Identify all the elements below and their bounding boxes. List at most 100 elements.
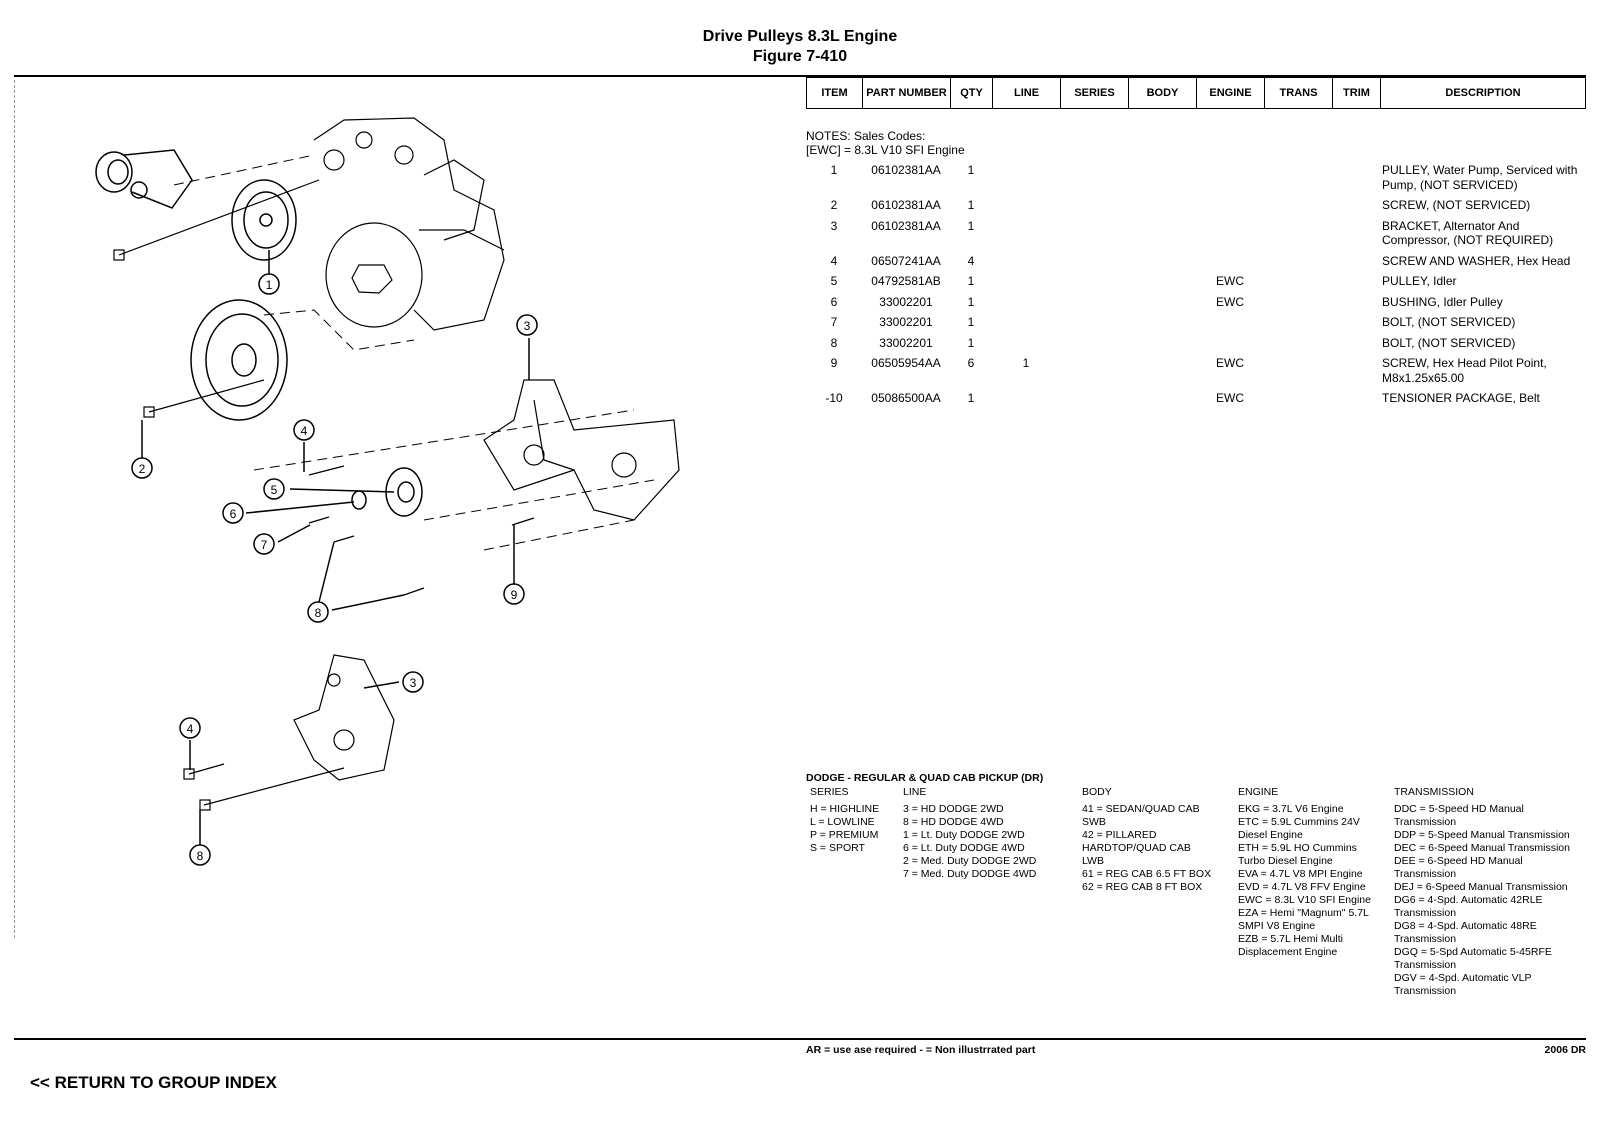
cell-trans: [1264, 254, 1332, 275]
legend-item: S = SPORT: [810, 842, 865, 854]
cell-qty: 1: [967, 163, 975, 177]
screws: [113, 179, 535, 811]
callout-8: 8: [315, 606, 322, 620]
cell-part: 06102381AA: [871, 163, 941, 177]
cell-trim: [1332, 295, 1380, 316]
cell-trim: [1332, 163, 1380, 198]
legend-item: SMPI V8 Engine: [1238, 920, 1316, 932]
legend-item: EZB = 5.7L Hemi Multi: [1238, 933, 1343, 945]
col-trans: TRANS: [1264, 77, 1333, 109]
legend-body-heading: BODY: [1082, 786, 1112, 798]
callout-8-lower: 8: [197, 849, 204, 863]
legend-item: P = PREMIUM: [810, 829, 879, 841]
cell-trans: [1264, 219, 1332, 254]
cell-desc: PULLEY, Idler: [1382, 274, 1457, 288]
cell-series: [1060, 163, 1128, 198]
legend-item: 8 = HD DODGE 4WD: [903, 816, 1004, 828]
cell-item: 3: [830, 218, 838, 233]
cell-qty: 1: [967, 198, 975, 212]
cell-body: [1128, 198, 1196, 219]
col-qty: QTY: [950, 77, 993, 109]
left-margin-line: [14, 80, 15, 938]
table-row: 3 06102381AA 1 BRACKET, Alternator And Comp…: [806, 219, 1586, 254]
legend-series-heading: SERIES: [810, 786, 849, 798]
cell-trim: [1332, 254, 1380, 275]
water-pump-pulley: [231, 179, 297, 261]
callout-9: 9: [511, 588, 518, 602]
legend-item: DEC = 6-Speed Manual Transmission: [1394, 842, 1570, 854]
legend-item: DEJ = 6-Speed Manual Transmission: [1394, 881, 1568, 893]
cell-desc: BRACKET, Alternator And Compressor, (NOT…: [1382, 218, 1554, 248]
legend-transmission-heading: TRANSMISSION: [1394, 786, 1474, 798]
callouts: 1 2 3 4 5 6 7 8 9 3 4 8: [131, 273, 538, 866]
cell-part: 06507241AA: [871, 253, 941, 268]
legend-item: DGV = 4-Spd. Automatic VLP: [1394, 972, 1532, 984]
legend-item: 62 = REG CAB 8 FT BOX: [1082, 881, 1203, 893]
cell-qty: 1: [967, 294, 975, 309]
cell-desc: BOLT, (NOT SERVICED): [1382, 315, 1516, 329]
cell-part: 06505954AA: [871, 356, 941, 370]
callout-3-lower: 3: [410, 676, 417, 690]
cell-line: [992, 315, 1060, 336]
cell-engine: EWC: [1216, 294, 1244, 309]
cell-body: [1128, 336, 1196, 357]
cell-trans: [1264, 274, 1332, 295]
cell-trans: [1264, 391, 1332, 412]
return-to-group-index-link[interactable]: << RETURN TO GROUP INDEX: [30, 1073, 277, 1092]
legend-item: 3 = HD DODGE 2WD: [903, 803, 1004, 815]
col-engine: ENGINE: [1196, 77, 1265, 109]
cell-part: 33002201: [879, 294, 933, 309]
cell-line: [992, 336, 1060, 357]
col-trim: TRIM: [1332, 77, 1381, 109]
cell-engine: [1196, 219, 1264, 254]
cell-series: [1060, 219, 1128, 254]
footer-note: AR = use ase required - = Non illustrrat…: [806, 1044, 1036, 1056]
col-description: DESCRIPTION: [1380, 77, 1586, 109]
figure-number: Figure 7-410: [752, 48, 848, 65]
cell-trans: [1264, 163, 1332, 198]
legend-item: 41 = SEDAN/QUAD CAB: [1082, 803, 1200, 815]
leader-lines: [141, 250, 530, 847]
cell-item: -10: [825, 391, 843, 405]
parts-table-header: ITEM PART NUMBER QTY LINE SERIES BODY EN…: [806, 77, 1586, 109]
cell-engine: [1196, 198, 1264, 219]
cell-trans: [1264, 198, 1332, 219]
col-series: SERIES: [1060, 77, 1129, 109]
cell-item: 1: [830, 163, 838, 177]
legend-item: EZA = Hemi "Magnum" 5.7L: [1238, 907, 1369, 919]
col-line: LINE: [992, 77, 1061, 109]
cell-desc: TENSIONER PACKAGE, Belt: [1382, 391, 1540, 405]
legend-item: DDP = 5-Speed Manual Transmission: [1394, 829, 1570, 841]
cell-qty: 4: [967, 253, 975, 268]
legend-item: DG6 = 4-Spd. Automatic 42RLE: [1394, 894, 1543, 906]
cell-trim: [1332, 198, 1380, 219]
legend-item: 61 = REG CAB 6.5 FT BOX: [1082, 868, 1212, 880]
cell-desc: SCREW AND WASHER, Hex Head: [1382, 253, 1571, 268]
cell-qty: 1: [967, 218, 975, 233]
cell-engine: EWC: [1216, 274, 1244, 288]
cell-trim: [1332, 356, 1380, 391]
cell-item: 9: [830, 356, 838, 370]
cell-part: 04792581AB: [871, 274, 941, 288]
legend-item: Transmission: [1394, 959, 1457, 971]
cell-desc: BUSHING, Idler Pulley: [1382, 294, 1503, 309]
cell-body: [1128, 295, 1196, 316]
cell-part: 06102381AA: [871, 198, 941, 212]
cell-line: [992, 198, 1060, 219]
cell-body: [1128, 254, 1196, 275]
legend-item: Turbo Diesel Engine: [1238, 855, 1333, 867]
legend-item: EKG = 3.7L V6 Engine: [1238, 803, 1344, 815]
cell-line: [992, 274, 1060, 295]
legend-item: HARDTOP/QUAD CAB: [1082, 842, 1191, 854]
legend-item: EVA = 4.7L V8 MPI Engine: [1238, 868, 1363, 880]
cell-part: 06102381AA: [871, 218, 941, 233]
